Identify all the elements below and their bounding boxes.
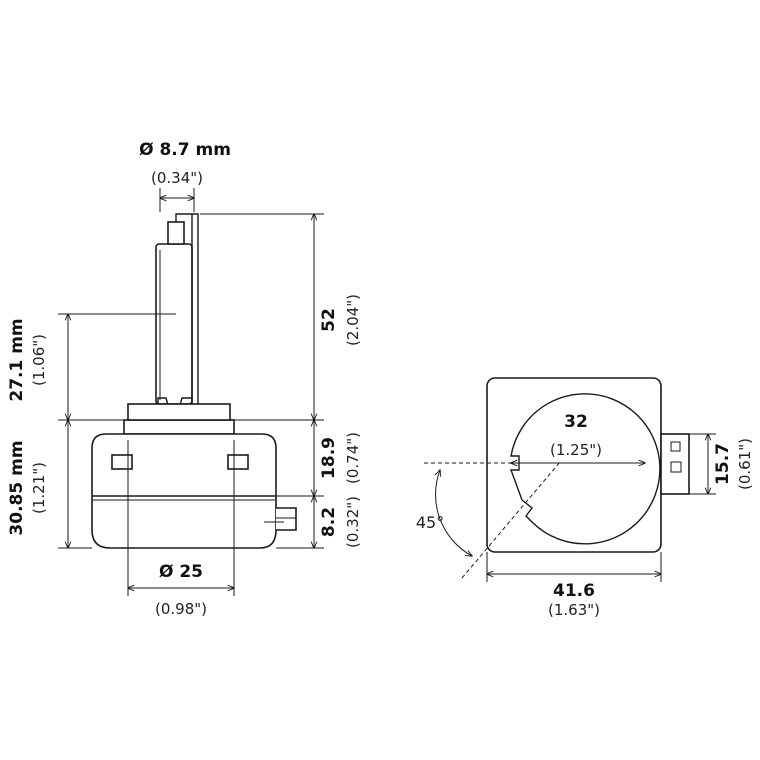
socket-base (91, 433, 297, 549)
height-glass-inches: (1.06") (30, 334, 48, 386)
connector-height-inches: (0.61") (736, 438, 754, 490)
height-base-inches: (1.21") (30, 462, 48, 514)
diameter-top-inches: (0.34") (151, 169, 203, 187)
dim-diameter-top: Ø 8.7 mm (0.34") (139, 140, 231, 212)
diameter-base-inches: (0.98") (155, 600, 207, 618)
dim-width: 41.6 (1.63") (487, 552, 661, 619)
glass-tube (155, 213, 199, 419)
flange-ring (127, 403, 231, 421)
dim-diameter-base: Ø 25 (0.98") (128, 440, 234, 618)
dim-angle: 45° (416, 461, 561, 579)
inner-circle (509, 393, 661, 545)
height-lower-value: 8.2 (319, 507, 339, 537)
width-value: 41.6 (553, 581, 595, 601)
dim-connector-height: 15.7 (0.61") (689, 434, 754, 494)
height-lower-inches: (0.32") (344, 496, 362, 548)
connector-height-value: 15.7 (713, 443, 733, 485)
inner-diameter-inches: (1.25") (550, 441, 602, 459)
base-plate (486, 377, 662, 553)
diameter-top-value: Ø 8.7 mm (139, 140, 231, 160)
height-glass-value: 27.1 mm (7, 318, 27, 401)
dim-height-total: 52 (2.04") (200, 214, 362, 420)
height-total-value: 52 (319, 308, 339, 332)
height-middle-inches: (0.74") (344, 432, 362, 484)
dim-inner-diameter: 32 (1.25") (511, 412, 645, 463)
height-middle-value: 18.9 (319, 437, 339, 479)
dim-height-lower: 8.2 (0.32") (276, 496, 362, 548)
dim-height-glass: 27.1 mm (1.06") (7, 314, 176, 420)
inner-diameter-value: 32 (564, 412, 588, 432)
height-base-value: 30.85 mm (7, 440, 27, 535)
width-inches: (1.63") (548, 601, 600, 619)
connector-tab (660, 433, 690, 495)
dim-height-base: 30.85 mm (1.21") (7, 420, 124, 548)
bottom-view: 32 (1.25") 45° 41.6 (1.63") 15.7 (0.61") (416, 377, 754, 619)
dim-height-middle: 18.9 (0.74") (276, 420, 362, 496)
side-view: Ø 8.7 mm (0.34") 52 (2.04") 27.1 mm (1.0… (7, 140, 362, 618)
height-total-inches: (2.04") (344, 294, 362, 346)
flange (123, 419, 235, 435)
angle-value: 45° (416, 513, 444, 532)
diameter-base-value: Ø 25 (159, 562, 203, 582)
